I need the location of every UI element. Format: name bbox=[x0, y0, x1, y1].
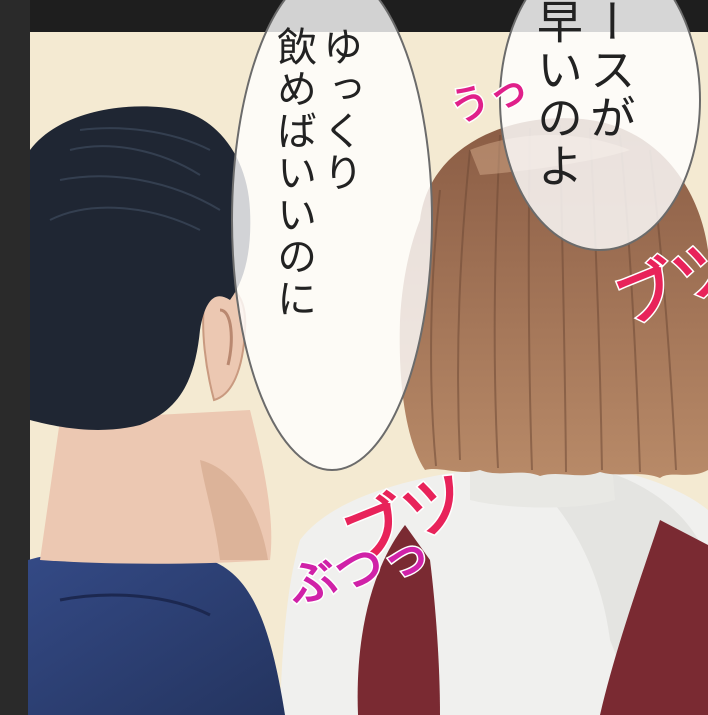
speech-bubble-left bbox=[231, 0, 433, 471]
woman-vest-left bbox=[357, 525, 440, 715]
man-neck-shadow bbox=[200, 460, 268, 560]
speech-bubble-right bbox=[499, 0, 701, 251]
speech-bubble-left-text: ゆっくり 飲めばいいのに bbox=[270, 26, 362, 320]
woman-vest-right bbox=[600, 520, 708, 715]
man-jacket bbox=[28, 549, 285, 715]
man-hair-strands bbox=[49, 127, 221, 231]
man-hair bbox=[30, 106, 251, 430]
frame-left-inner bbox=[0, 0, 30, 715]
man-neck bbox=[40, 410, 272, 564]
speech-bubble-right-text: ースが 早いのよ bbox=[529, 0, 637, 190]
man-ear-inner bbox=[219, 308, 233, 366]
man-hood-seam bbox=[59, 593, 211, 617]
